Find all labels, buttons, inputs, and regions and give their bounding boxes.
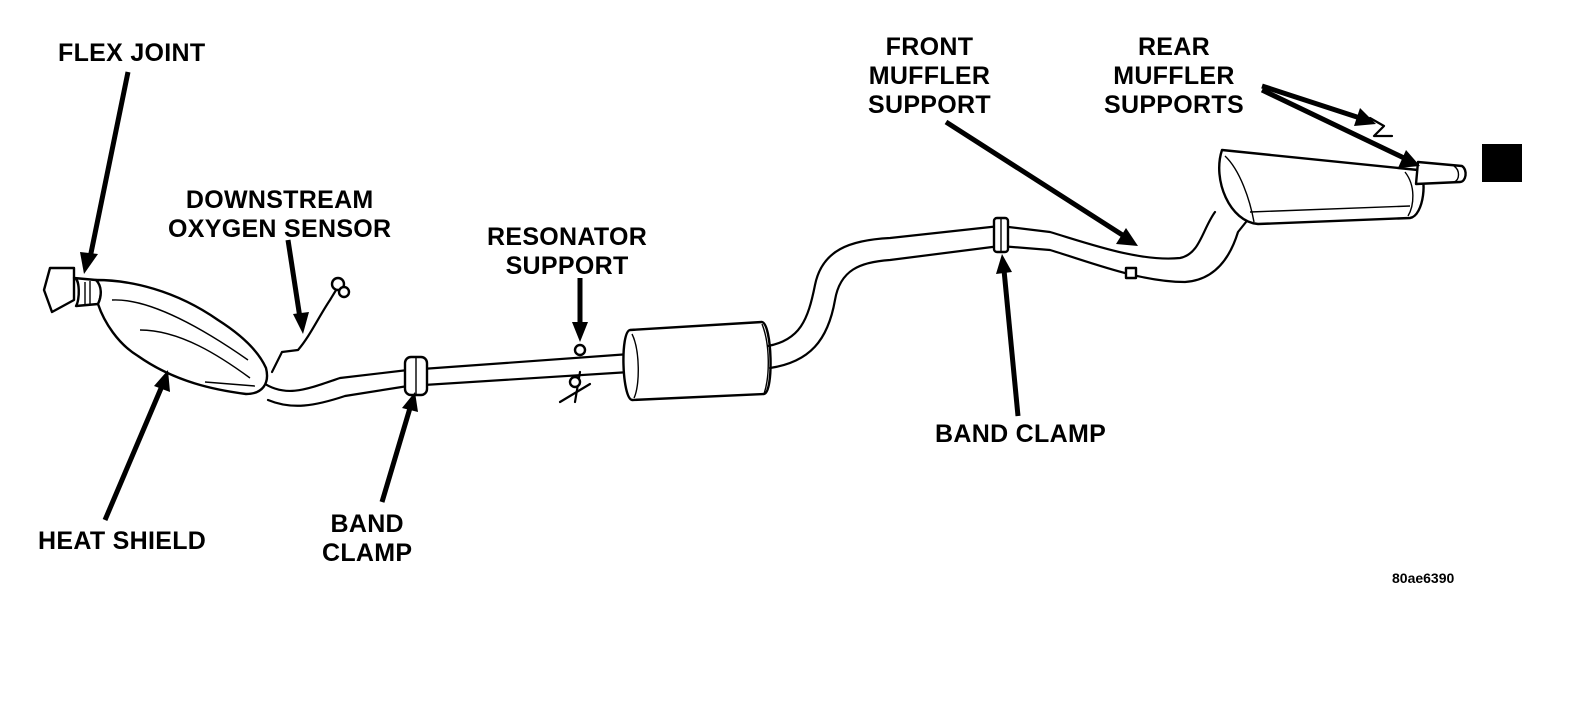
label-heat-shield: HEAT SHIELD xyxy=(38,527,206,556)
leader-band-clamp-rear xyxy=(996,254,1021,417)
label-flex-joint-text: FLEX JOINT xyxy=(58,39,206,67)
label-band-clamp-front: BAND CLAMP xyxy=(322,510,412,568)
label-band-clamp-rear: BAND CLAMP xyxy=(935,420,1106,449)
label-band-clamp-rear-text: BAND CLAMP xyxy=(935,420,1107,448)
label-front-muffler-support: FRONT MUFFLER SUPPORT xyxy=(868,33,991,120)
leader-flex-joint xyxy=(80,71,131,274)
leader-downstream-oxygen-sensor xyxy=(285,239,309,334)
leader-front-muffler-support xyxy=(944,119,1138,246)
label-rear-muffler-line2: MUFFLER xyxy=(1113,62,1235,90)
label-downstream-oxygen-sensor: DOWNSTREAM OXYGEN SENSOR xyxy=(168,186,391,244)
black-square-marker xyxy=(1482,144,1522,182)
leader-band-clamp-front xyxy=(379,392,418,503)
leader-resonator-support xyxy=(572,278,588,342)
label-flex-joint: FLEX JOINT xyxy=(58,39,205,68)
label-downstream-line1: DOWNSTREAM xyxy=(185,186,374,214)
resonator xyxy=(622,320,772,402)
catalytic-converter xyxy=(42,266,269,396)
label-resonator-line1: RESONATOR xyxy=(487,223,648,251)
label-band-clamp-front-line1: BAND xyxy=(330,510,404,538)
label-heat-shield-text: HEAT SHIELD xyxy=(38,527,207,555)
label-front-muffler-line1: FRONT xyxy=(885,33,974,61)
label-resonator-line2: SUPPORT xyxy=(505,252,629,280)
resonator-support xyxy=(558,343,592,404)
tailpipe xyxy=(1414,160,1467,186)
label-resonator-support: RESONATOR SUPPORT xyxy=(487,223,647,281)
rear-band-clamp xyxy=(992,216,1010,254)
label-rear-muffler-line1: REAR xyxy=(1137,33,1210,61)
downstream-oxygen-sensor xyxy=(270,276,351,374)
rear-muffler-support-hanger xyxy=(1368,116,1394,138)
leader-heat-shield xyxy=(102,370,170,521)
label-front-muffler-line2: MUFFLER xyxy=(868,62,991,90)
intermediate-pipe xyxy=(260,352,632,407)
figure-code: 80ae6390 xyxy=(1392,570,1455,586)
label-downstream-line2: OXYGEN SENSOR xyxy=(168,215,392,243)
label-front-muffler-line3: SUPPORT xyxy=(868,91,991,119)
front-band-clamp xyxy=(403,355,429,397)
front-muffler-support-hanger xyxy=(1124,266,1138,280)
label-band-clamp-front-line2: CLAMP xyxy=(322,539,413,567)
rear-muffler xyxy=(1218,148,1425,226)
label-rear-muffler-line3: SUPPORTS xyxy=(1104,91,1244,119)
label-rear-muffler-supports: REAR MUFFLER SUPPORTS xyxy=(1104,33,1244,120)
leader-rear-muffler-supports xyxy=(1260,83,1420,168)
